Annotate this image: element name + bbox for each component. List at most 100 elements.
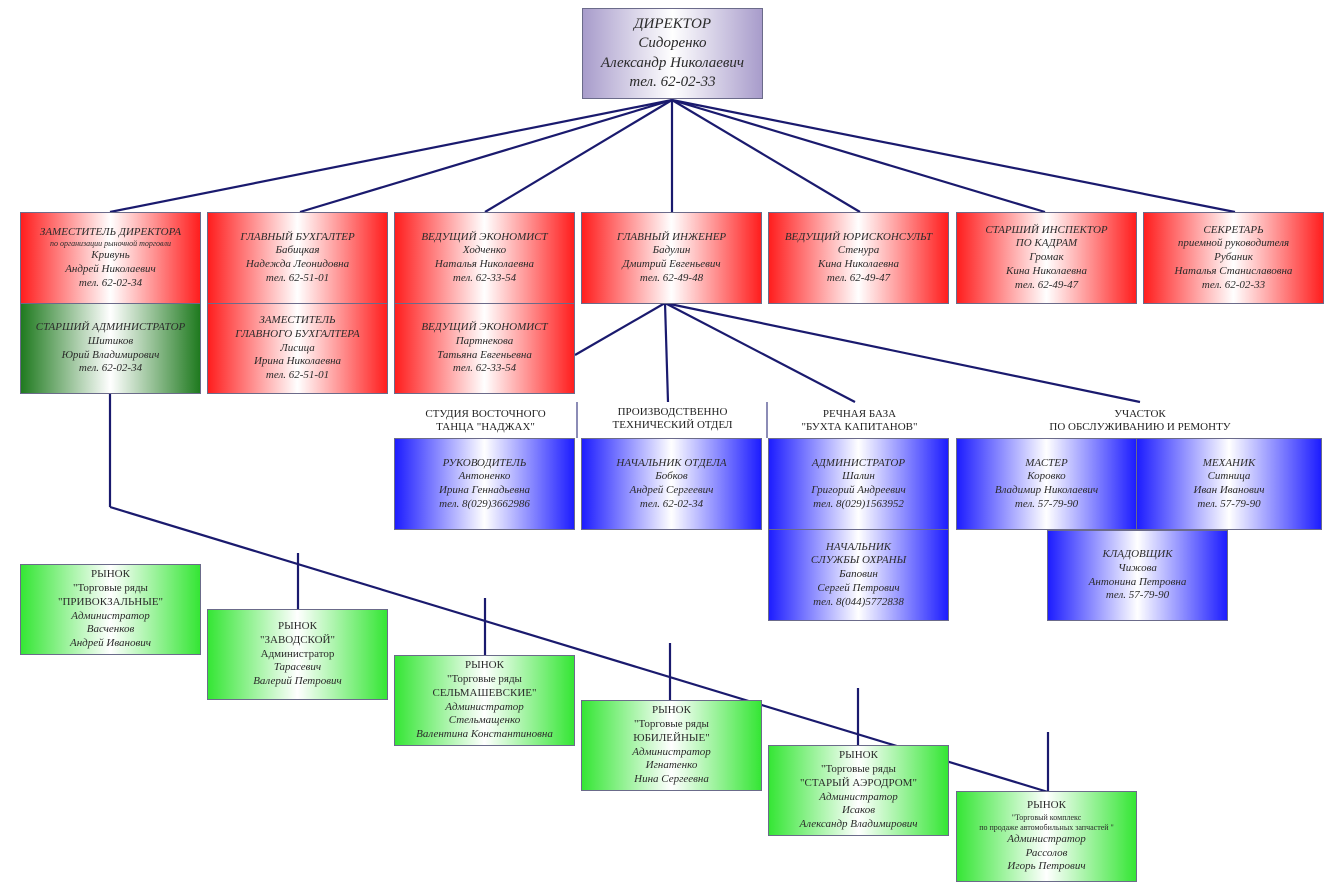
- security-head-box: НАЧАЛЬНИК СЛУЖБЫ ОХРАНЫ Баповин Сергей П…: [768, 529, 949, 621]
- market-name: ЮБИЛЕЙНЫЕ": [633, 731, 710, 744]
- box-phone: тел. 8(029)3662986: [439, 497, 530, 510]
- deputy-director-box: ЗАМЕСТИТЕЛЬ ДИРЕКТОРА по организации рын…: [20, 212, 201, 304]
- market-type: "Торговые ряды: [447, 673, 522, 685]
- market-name: по продаже автомобильных запчастей ": [979, 822, 1114, 832]
- lead-economist-2-box: ВЕДУЩИЙ ЭКОНОМИСТ Партнекова Татьяна Евг…: [394, 303, 575, 394]
- market-role: Администратор: [819, 790, 898, 803]
- box-phone: тел. 57-79-90: [1105, 589, 1170, 602]
- market-person-name: Александр Владимирович: [799, 818, 918, 830]
- box-surname: Коровко: [1027, 470, 1066, 483]
- market-label: РЫНОК: [465, 659, 504, 672]
- box-title: ВЕДУЩИЙ ЮРИСКОНСУЛЬТ: [784, 230, 933, 243]
- market-person-name: Валерий Петрович: [253, 675, 342, 688]
- market-name: СЕЛЬМАШЕВСКИЕ": [432, 686, 537, 699]
- master-box: МАСТЕР Коровко Владимир Николаевич тел. …: [956, 438, 1137, 530]
- market-surname: Васченков: [86, 623, 135, 636]
- box-phone: тел. 62-02-34: [78, 276, 143, 289]
- box-surname: Антоненко: [458, 470, 511, 483]
- box-surname: Ситница: [1207, 470, 1251, 483]
- market-person-name: Андрей Иванович: [70, 637, 151, 649]
- market-role: Администратор: [71, 609, 150, 622]
- box-name: Дмитрий Евгеньевич: [622, 258, 721, 270]
- market-zavodskoy-box: РЫНОК "ЗАВОДСКОЙ" Администратор Тарасеви…: [207, 609, 388, 700]
- dept-header-line: УЧАСТОК: [1114, 408, 1166, 420]
- box-surname: Стенура: [837, 244, 880, 257]
- box-phone: тел. 62-51-01: [265, 271, 330, 284]
- box-title: КЛАДОВЩИК: [1102, 548, 1173, 560]
- box-name: Ирина Геннадьевна: [438, 484, 531, 496]
- box-phone: тел. 57-79-90: [1197, 497, 1261, 510]
- box-title: СТАРШИЙ АДМИНИСТРАТОР: [35, 321, 186, 333]
- hr-inspector-box: СТАРШИЙ ИНСПЕКТОР ПО КАДРАМ Громак Кина …: [956, 212, 1137, 304]
- market-auto-parts-box: РЫНОК "Торговый комплекс по продаже авто…: [956, 791, 1137, 882]
- director-phone: тел. 62-02-33: [629, 74, 716, 90]
- mechanic-box: МЕХАНИК Ситница Иван Иванович тел. 57-79…: [1136, 438, 1322, 530]
- box-name: Наталья Станиславовна: [1174, 264, 1293, 277]
- box-phone: тел. 8(044)5772838: [813, 595, 904, 608]
- box-surname: Шитиков: [87, 334, 134, 347]
- market-surname: Рассолов: [1025, 846, 1068, 859]
- box-name: Владимир Николаевич: [994, 484, 1099, 496]
- box-subtitle: СЛУЖБЫ ОХРАНЫ: [810, 554, 907, 567]
- market-role: Администратор: [260, 647, 335, 660]
- market-yubileynye-box: РЫНОК "Торговые ряды ЮБИЛЕЙНЫЕ" Админист…: [581, 700, 762, 791]
- box-phone: тел. 62-51-01: [265, 369, 330, 382]
- market-label: РЫНОК: [1027, 799, 1066, 811]
- box-phone: тел. 62-02-34: [639, 497, 704, 510]
- box-name: Наталья Николаевна: [434, 258, 535, 270]
- chief-engineer-box: ГЛАВНЫЙ ИНЖЕНЕР Бадулин Дмитрий Евгеньев…: [581, 212, 762, 304]
- dept-header-river-base: РЕЧНАЯ БАЗА "БУХТА КАПИТАНОВ": [769, 408, 950, 435]
- box-phone: тел. 57-79-90: [1014, 497, 1079, 510]
- studio-head-box: РУКОВОДИТЕЛЬ Антоненко Ирина Геннадьевна…: [394, 438, 575, 530]
- box-phone: тел. 62-02-34: [78, 362, 143, 375]
- box-title: ЗАМЕСТИТЕЛЬ ДИРЕКТОРА: [39, 225, 182, 238]
- market-surname: Игнатенко: [645, 759, 698, 772]
- box-surname: Бадулин: [652, 244, 691, 257]
- market-type: "Торговые ряды: [634, 718, 709, 730]
- box-title: ВЕДУЩИЙ ЭКОНОМИСТ: [421, 230, 548, 243]
- box-name: Кина Николаевна: [818, 258, 899, 270]
- market-name: "ПРИВОКЗАЛЬНЫЕ": [57, 595, 164, 608]
- dept-header-line: РЕЧНАЯ БАЗА: [822, 408, 897, 420]
- box-title: ГЛАВНЫЙ БУХГАЛТЕР: [240, 230, 355, 243]
- market-surname: Тарасевич: [273, 661, 322, 674]
- box-name: Иван Иванович: [1193, 484, 1265, 496]
- market-name: "СТАРЫЙ АЭРОДРОМ": [800, 776, 917, 789]
- director-box: ДИРЕКТОР Сидоренко Александр Николаевич …: [582, 8, 763, 99]
- dept-header-line: ПРОИЗВОДСТВЕННО: [617, 406, 728, 418]
- box-title: ЗАМЕСТИТЕЛЬ: [259, 314, 336, 327]
- box-title: МАСТЕР: [1025, 456, 1068, 469]
- dept-header-dance-studio: СТУДИЯ ВОСТОЧНОГО ТАНЦА "НАДЖАХ": [395, 408, 576, 435]
- box-surname: Рубаник: [1214, 251, 1253, 264]
- box-surname: Кривунь: [91, 249, 130, 262]
- box-name: Кина Николаевна: [1006, 264, 1087, 277]
- market-name: "ЗАВОДСКОЙ": [260, 633, 335, 646]
- senior-administrator-box: СТАРШИЙ АДМИНИСТРАТОР Шитиков Юрий Влади…: [20, 303, 201, 394]
- box-title: РУКОВОДИТЕЛЬ: [442, 456, 527, 469]
- market-person-name: Валентина Константиновна: [416, 728, 553, 740]
- box-title: НАЧАЛЬНИК ОТДЕЛА: [616, 456, 727, 469]
- box-phone: тел. 62-49-47: [1014, 278, 1079, 291]
- box-phone: тел. 8(029)1563952: [813, 497, 904, 510]
- market-person-name: Нина Сергеевна: [634, 773, 709, 785]
- legal-counsel-box: ВЕДУЩИЙ ЮРИСКОНСУЛЬТ Стенура Кина Никола…: [768, 212, 949, 304]
- box-subtitle: ГЛАВНОГО БУХГАЛТЕРА: [235, 327, 360, 340]
- storekeeper-box: КЛАДОВЩИК Чижова Антонина Петровна тел. …: [1047, 530, 1228, 621]
- box-title: НАЧАЛЬНИК: [825, 540, 892, 553]
- box-surname: Лисица: [280, 341, 315, 354]
- secretary-box: СЕКРЕТАРЬ приемной руководителя Рубаник …: [1143, 212, 1324, 304]
- market-role: Администратор: [445, 700, 524, 713]
- market-role: Администратор: [632, 745, 711, 758]
- box-name: Ирина Николаевна: [253, 355, 342, 368]
- market-selmashevskie-box: РЫНОК "Торговые ряды СЕЛЬМАШЕВСКИЕ" Адми…: [394, 655, 575, 746]
- market-privokzalnye-box: РЫНОК "Торговые ряды "ПРИВОКЗАЛЬНЫЕ" Адм…: [20, 564, 201, 655]
- market-label: РЫНОК: [278, 620, 317, 633]
- box-title: СТАРШИЙ ИНСПЕКТОР: [985, 223, 1108, 236]
- box-title: АДМИНИСТРАТОР: [811, 456, 906, 469]
- box-subtitle: приемной руководителя: [1177, 237, 1290, 250]
- box-surname: Чижова: [1118, 561, 1157, 574]
- market-type: "Торговые ряды: [821, 763, 896, 775]
- dept-header-line: ПО ОБСЛУЖИВАНИЮ И РЕМОНТУ: [1049, 421, 1231, 434]
- dept-header-line: СТУДИЯ ВОСТОЧНОГО: [425, 408, 546, 420]
